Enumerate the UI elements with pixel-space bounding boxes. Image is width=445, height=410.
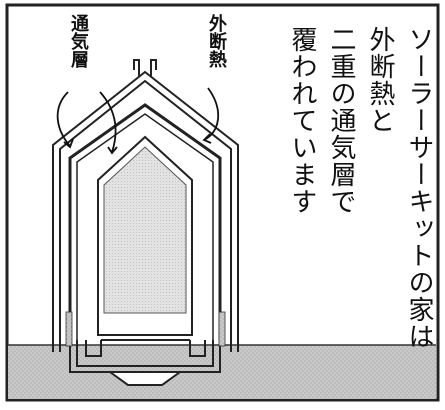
ventilation-layer-wall <box>68 103 222 340</box>
label-arrows <box>56 87 220 155</box>
footing <box>106 371 184 386</box>
foundation-blocks <box>65 311 226 347</box>
outer-insulation-wall <box>52 70 239 352</box>
vent-duct <box>133 59 157 76</box>
inner-room <box>97 135 193 336</box>
caption-line-1: ソーラーサーキットの家は <box>404 26 434 350</box>
caption-line-3: 二重の通気層で <box>326 26 356 215</box>
insulation-label: 外断熱 <box>206 14 227 68</box>
caption-line-2: 外断熱と <box>365 26 395 134</box>
ventilation-layer-label: 通気層 <box>68 14 89 68</box>
caption-line-4: 覆われています <box>287 26 317 215</box>
